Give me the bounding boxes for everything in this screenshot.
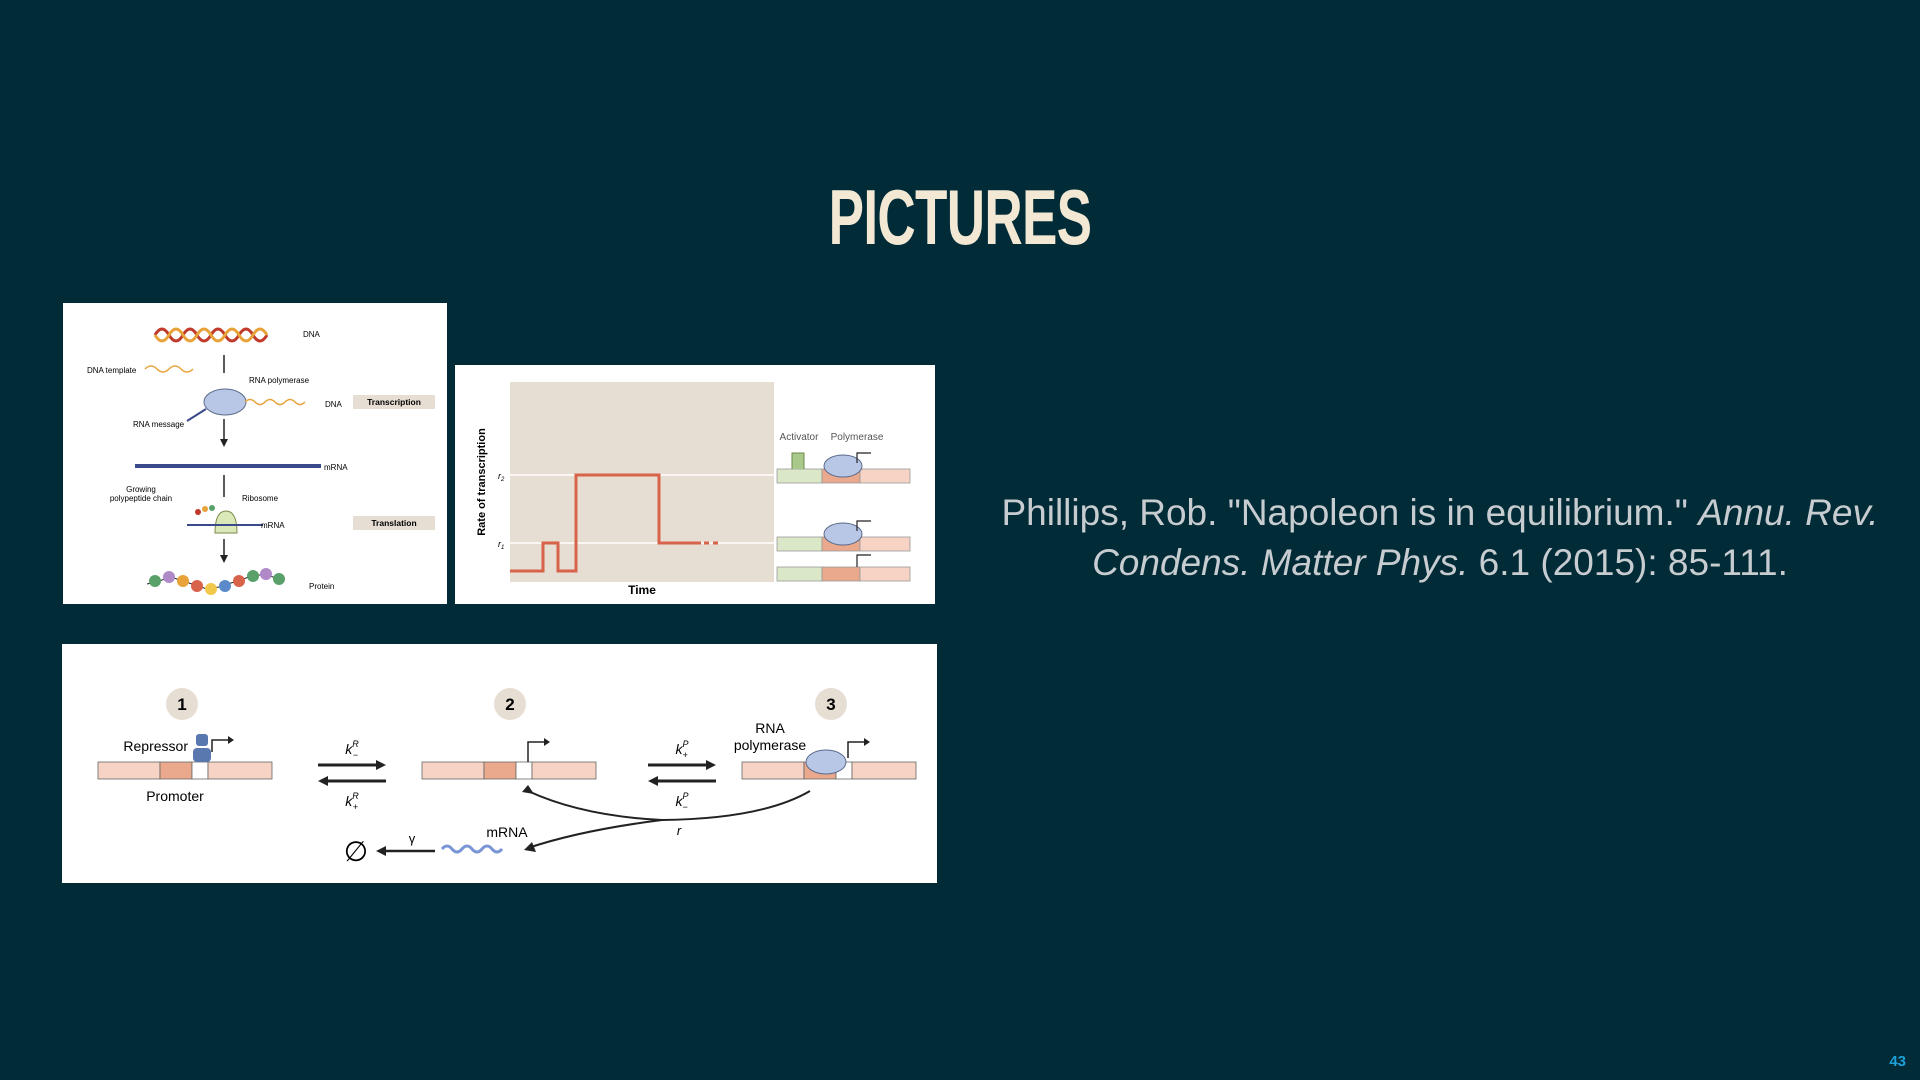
state-3-badge [815, 688, 847, 720]
label-polymerase-3: polymerase [734, 737, 807, 753]
rna-polymerase-graphic [203, 388, 247, 416]
dna-state-1 [97, 734, 273, 780]
citation-journal: Annu. Rev. Condens. Matter Phys. [1092, 492, 1879, 583]
label-polymerase: Polymerase [831, 432, 884, 443]
tick-r1: r1 [498, 539, 504, 551]
label-polypeptide-chain: polypeptide chain [110, 494, 172, 503]
protein-chain-graphic [146, 568, 285, 595]
label-rna-message: RNA message [133, 420, 185, 429]
rate-trace [510, 473, 701, 573]
mrna-strand [135, 464, 321, 468]
label-translation: Translation [371, 518, 416, 528]
equilibrium-arrows-1-2 [318, 760, 386, 786]
plot-area [510, 382, 774, 582]
slide-title: PICTURES [828, 173, 1092, 261]
state-3-label: 3 [826, 695, 835, 714]
page-number: 43 [1889, 1053, 1906, 1070]
state-2-label: 2 [505, 695, 514, 714]
label-dna: DNA [303, 330, 321, 339]
label-dna-2: DNA [325, 400, 343, 409]
citation-author-title: Phillips, Rob. "Napoleon is in equilibri… [1001, 492, 1699, 533]
label-mrna-2: mRNA [261, 521, 285, 530]
label-mrna-scheme: mRNA [486, 824, 528, 840]
label-protein: Protein [309, 582, 334, 591]
promoter-strip-middle [776, 520, 911, 552]
rate-k-minus-R: kR− [345, 739, 359, 760]
label-dna-template: DNA template [87, 366, 137, 375]
label-promoter: Promoter [146, 788, 204, 804]
label-activator: Activator [780, 432, 820, 443]
equilibrium-arrows-2-3 [648, 760, 716, 786]
x-axis-label: Time [628, 583, 656, 597]
promoter-strip-bottom [776, 554, 911, 582]
empty-set-symbol: ∅ [344, 836, 368, 867]
label-growing: Growing [126, 485, 156, 494]
state-2-badge [494, 688, 526, 720]
transcription-rate-figure: Rate of transcription r2 r1 Time Activat… [455, 365, 935, 604]
rate-k-minus-P: kP− [675, 791, 688, 812]
rate-k-plus-P: kP+ [675, 739, 688, 760]
state-1-label: 1 [177, 695, 186, 714]
citation: Phillips, Rob. "Napoleon is in equilibri… [990, 488, 1890, 588]
label-repressor: Repressor [123, 738, 188, 754]
dna-state-2 [421, 738, 597, 780]
mrna-squiggle [440, 844, 504, 854]
rate-r: r [677, 823, 682, 838]
dna-template-strand [144, 365, 194, 373]
citation-volume: 6.1 (2015): 85-111. [1468, 542, 1788, 583]
label-rna: RNA [755, 720, 785, 736]
label-ribosome: Ribosome [242, 494, 279, 503]
y-axis-label: Rate of transcription [476, 428, 488, 536]
translation-tag [353, 516, 435, 530]
label-transcription: Transcription [367, 397, 421, 407]
transcription-tag [353, 395, 435, 409]
tick-r2: r2 [498, 471, 505, 483]
promoter-strip-top [776, 452, 911, 484]
rate-k-plus-R: kR+ [345, 791, 359, 812]
central-dogma-figure: DNA DNA template RNA polymerase DNA RNA … [63, 303, 447, 604]
rate-gamma: γ [409, 831, 416, 846]
dna-state-3 [741, 738, 917, 780]
dna-helix-graphic [153, 327, 269, 343]
state-1-badge [166, 688, 198, 720]
label-mrna: mRNA [324, 463, 348, 472]
label-rna-polymerase: RNA polymerase [249, 376, 310, 385]
ribosome-graphic [214, 510, 238, 534]
kinetic-scheme-figure: 1 2 3 Repressor Promoter kR− kR+ [62, 644, 937, 883]
transcription-arrows [522, 785, 811, 852]
